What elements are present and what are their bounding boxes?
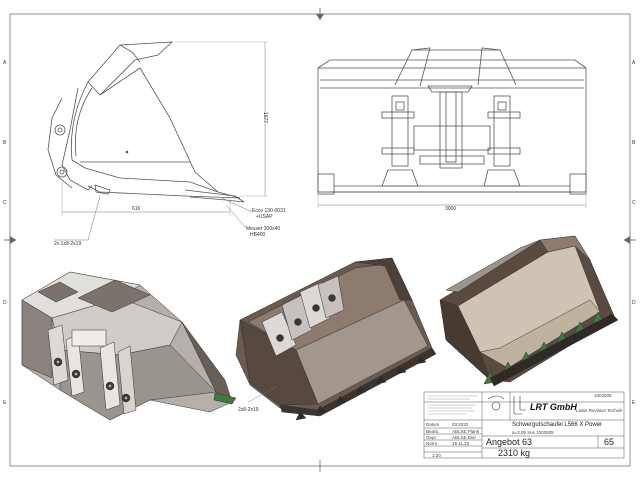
company-logo (487, 395, 526, 415)
annotation-messer: Messer 300x40 (246, 226, 281, 232)
row-letter-left: D (3, 300, 7, 306)
title-block (423, 391, 625, 459)
annotation-messer-sub: HB400 (250, 232, 266, 238)
tb-row-label: Bearb. (426, 429, 440, 434)
row-letter-left: A (3, 60, 7, 66)
row-letter-left: E (3, 400, 7, 406)
weight-value: 2310 kg (498, 448, 531, 458)
side-view (47, 41, 268, 241)
offer-label: Angebot 63 (486, 437, 533, 447)
tb-row-value: ABLSE Plank (452, 429, 480, 434)
tb-row-label: Gepr. (426, 435, 438, 440)
row-letter-left: B (3, 140, 7, 146)
annotation-teeth-bottom: 2x8-2x19 (238, 407, 259, 413)
scale-value: 1:20 (432, 453, 441, 458)
iso-view-front (235, 257, 437, 421)
annotation-ecco: Ecco 130-0031 (252, 208, 286, 214)
row-letter-right: D (632, 300, 636, 306)
iso-view-interior (439, 235, 619, 387)
row-letter-right: E (632, 400, 636, 406)
front-view (317, 47, 587, 208)
sheet-number: 65 (604, 437, 615, 447)
row-letter-right: C (632, 200, 636, 206)
dim-side-height: 1677 (262, 112, 268, 124)
corner-code: 1003005 (594, 393, 612, 398)
annotation-ecco-sub: +USAP (256, 214, 273, 220)
drawing-title: Schwergutschaufel L566 X Power (512, 422, 603, 428)
company-name: LRT GmbH (530, 402, 577, 412)
tb-row-value: 03.2020 (452, 422, 469, 427)
iso-view-back (21, 271, 237, 421)
row-letter-left: C (3, 200, 7, 206)
annotation-teeth-top: 2x 1x8-2x19 (54, 241, 82, 247)
row-letter-right: A (632, 60, 636, 66)
dim-front-width: 3000 (445, 206, 457, 212)
company-subtitle: Lader Revision Technik (576, 408, 623, 413)
title-block-fineprint (428, 395, 478, 415)
tb-row-value: ABLSE Dier (452, 435, 477, 440)
drawing-subtitle: a=3,05 Sus 1003005 (512, 430, 554, 435)
tb-row-label: Datum (426, 422, 440, 427)
tb-row-value: 19.11.20 (452, 441, 470, 446)
row-letter-right: B (632, 140, 636, 146)
tb-row-label: Norm (426, 441, 437, 446)
dim-side-width: 616 (132, 206, 141, 212)
